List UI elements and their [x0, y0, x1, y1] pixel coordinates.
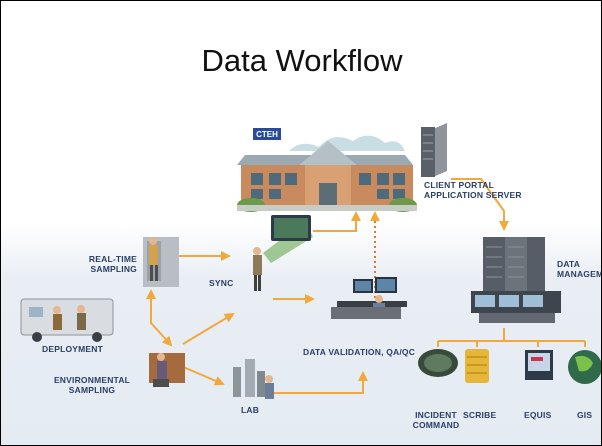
environmental-sampling-icon	[149, 353, 185, 387]
cteh-building-icon	[237, 135, 417, 212]
arrow-deploy-to-env	[150, 306, 173, 347]
scribe-icon	[465, 349, 489, 383]
equis-label: EQUIS	[524, 410, 552, 420]
lab-equipment-icon	[233, 359, 274, 399]
data-management-icon	[471, 237, 561, 323]
data-management-label: DATA MANAGEMENT	[557, 259, 602, 279]
slide-title: Data Workflow	[201, 43, 403, 78]
sync-label: SYNC	[209, 278, 234, 288]
scribe-label: SCRIBE	[463, 410, 497, 420]
validation-workstation-icon	[331, 277, 407, 319]
realtime-sampling-label: REAL-TIME SAMPLING	[88, 254, 137, 274]
environmental-sampling-label: ENVIRONMENTAL SAMPLING	[53, 375, 131, 395]
validation-label: DATA VALIDATION, QA/QC	[303, 347, 416, 357]
cteh-sign-text: CTEH	[256, 130, 278, 139]
incident-command-label: INCIDENT COMMAND	[412, 410, 460, 430]
client-portal-label: CLIENT PORTAL APPLICATION SERVER	[424, 180, 522, 200]
cteh-sign	[253, 128, 281, 140]
sync-tablet-icon	[253, 215, 313, 291]
deployment-label: DEPLOYMENT	[42, 344, 104, 354]
realtime-sampling-icon	[143, 237, 179, 287]
arrow-env-to-lab	[180, 365, 225, 386]
arrow-lab-to-validation	[273, 371, 368, 394]
deployment-icon	[20, 298, 114, 342]
gis-globe-icon	[568, 350, 601, 384]
equis-icon	[525, 350, 553, 380]
arrow-env-to-sync	[182, 312, 235, 345]
arrow-tablet-to-building	[313, 211, 361, 232]
lab-label: LAB	[241, 405, 260, 415]
gis-label: GIS	[577, 410, 593, 420]
arrow-server-to-datamgmt	[451, 178, 509, 231]
server-icon	[421, 123, 447, 177]
incident-command-icon	[418, 349, 458, 377]
